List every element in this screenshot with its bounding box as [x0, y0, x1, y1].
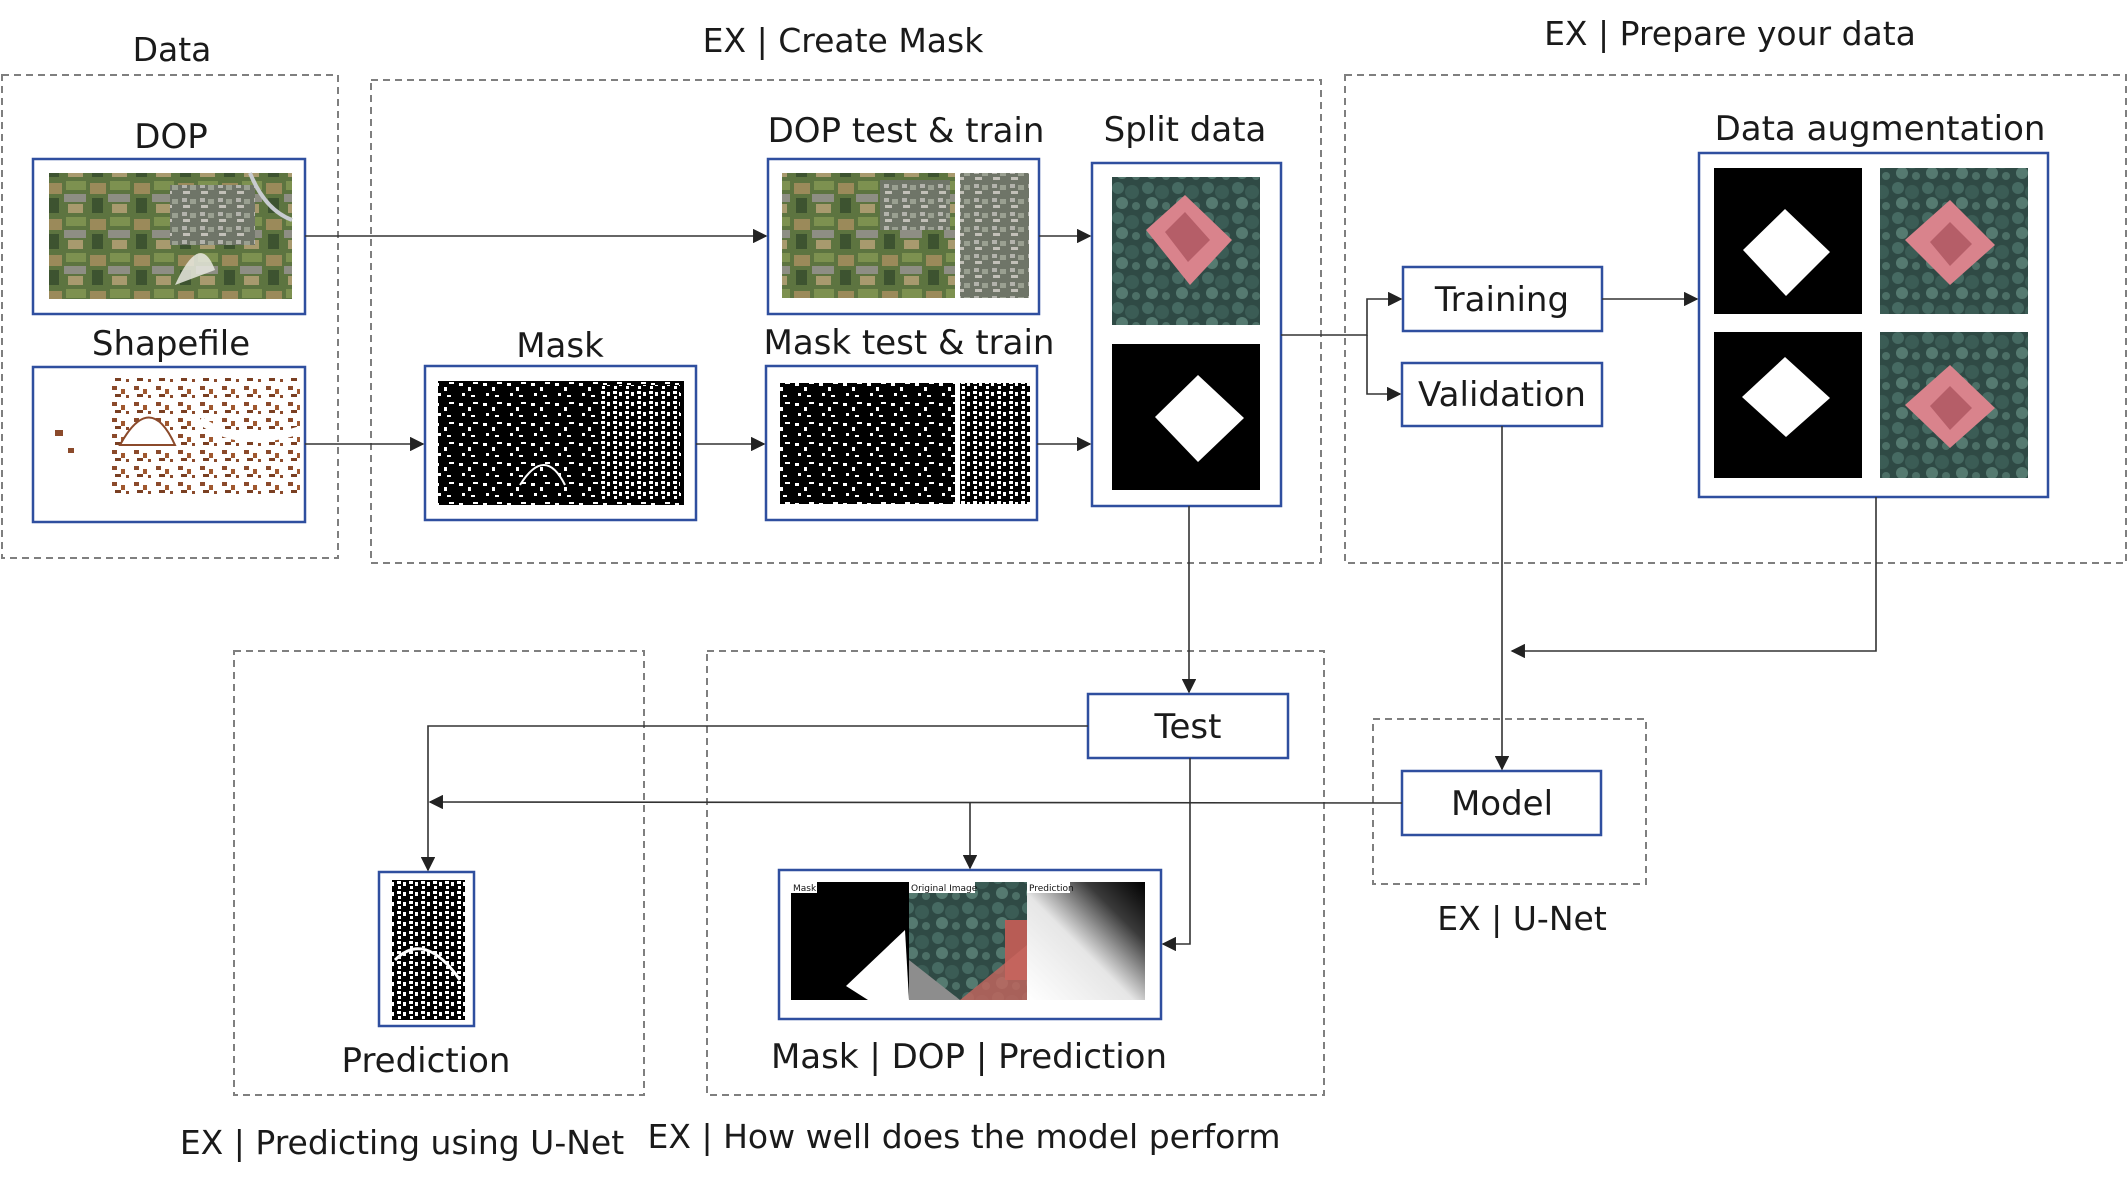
- comparison-caption-prediction: Prediction: [1029, 884, 1074, 894]
- comparison-caption-original-image: Original Image: [911, 884, 978, 894]
- test-label: Test: [1154, 707, 1222, 747]
- image-label-dop: DOP: [134, 117, 207, 157]
- test-box: Test: [1086, 692, 1290, 760]
- training-box: Training: [1401, 265, 1604, 333]
- comparison-panel-prediction: Prediction: [1027, 882, 1145, 1000]
- model-label: Model: [1451, 784, 1553, 824]
- image-label-comparison: Mask | DOP | Prediction: [771, 1037, 1167, 1077]
- prediction-image: [377, 870, 476, 1028]
- group-prepare-data: [1344, 74, 2127, 564]
- mask-image: [423, 364, 698, 522]
- dop-image: [31, 157, 307, 316]
- arrow-split-to-validation: [1366, 335, 1402, 402]
- shapefile-image: [31, 365, 307, 524]
- mask-split-image: [764, 364, 1039, 522]
- section-label-prepare-data: EX | Prepare your data: [1544, 14, 1916, 53]
- section-label-predicting: EX | Predicting using U-Net: [180, 1123, 624, 1162]
- arrow-test-to-comparison: [1161, 758, 1191, 952]
- group-predicting: [233, 650, 645, 1096]
- image-label-mask: Mask: [516, 326, 604, 366]
- image-label-mask-split: Mask test & train: [764, 323, 1055, 363]
- group-unet: [1372, 718, 1647, 885]
- arrow-split-to-training: [1281, 291, 1403, 336]
- section-label-create-mask: EX | Create Mask: [703, 21, 985, 60]
- connectors: [305, 228, 1877, 952]
- group-create-mask: [370, 79, 1322, 564]
- arrow-test-to-prediction: [420, 725, 1088, 872]
- dop-split-image: [766, 157, 1041, 316]
- section-label-data: Data: [133, 30, 212, 69]
- validation-box: Validation: [1400, 361, 1604, 428]
- comparison-image: Mask Original Image Prediction: [777, 868, 1163, 1021]
- image-label-prediction: Prediction: [342, 1041, 511, 1081]
- comparison-caption-mask: Mask: [793, 884, 817, 894]
- arrow-augmentation-to-model-path: [1510, 497, 1877, 659]
- image-label-augmentation: Data augmentation: [1715, 109, 2046, 149]
- image-label-split-data: Split data: [1104, 110, 1267, 150]
- comparison-panel-mask: Mask: [791, 882, 909, 1000]
- augmentation-image: [1697, 151, 2050, 499]
- comparison-panel-dop: Original Image: [909, 882, 1027, 1000]
- image-label-shapefile: Shapefile: [92, 324, 250, 364]
- section-label-performance: EX | How well does the model perform: [648, 1117, 1281, 1156]
- group-performance: [706, 650, 1325, 1096]
- group-data: [1, 74, 339, 559]
- section-label-unet: EX | U-Net: [1437, 899, 1607, 938]
- image-label-dop-split: DOP test & train: [768, 111, 1045, 151]
- validation-label: Validation: [1418, 375, 1586, 415]
- split-data-image: [1090, 161, 1283, 508]
- model-box: Model: [1400, 769, 1603, 837]
- training-label: Training: [1434, 280, 1569, 320]
- arrow-model-to-prediction: [428, 794, 1403, 810]
